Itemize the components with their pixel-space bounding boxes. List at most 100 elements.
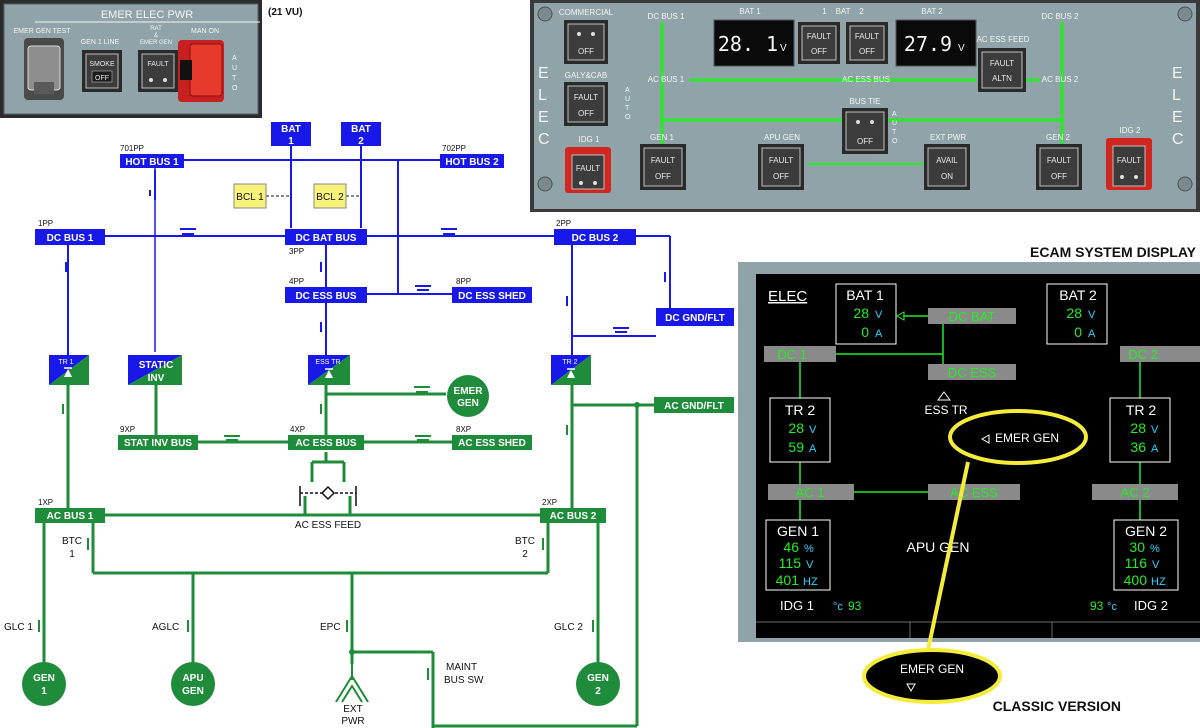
gen2-circle [576,662,620,706]
gen1-fault: FAULT [651,156,675,165]
bcl2-text: BCL 2 [316,192,344,203]
gen2-off: OFF [1051,172,1067,181]
code-1pp: 1PP [38,219,53,228]
bat1-volt-unit: V [780,43,787,54]
ecam-gen2-v: V [1152,559,1160,571]
ac-bus2-bar [540,508,606,523]
static-inv-text-a: STATIC [139,360,174,371]
apu-gen-text-b: GEN [182,686,204,697]
tr2-box [551,355,591,385]
callout-text: EMER GEN [900,662,964,676]
dc-gnd-flt-bar [656,308,734,326]
maint-bus-sw-text-a: MAINT [446,662,477,673]
apu-gen-circle [171,662,215,706]
dc-ess-shed-bar [452,287,532,303]
hot-bus2-text: HOT BUS 2 [445,157,499,168]
hot-bus1-bar [120,154,184,168]
bat2-button[interactable]: FAULT OFF [846,22,888,64]
galy-auto-t: T [625,105,630,112]
apu-gen-off: OFF [773,172,789,181]
bus-tie-auto-o: O [892,138,898,145]
ecam-gen2-hz: HZ [1151,576,1166,588]
off-legend: OFF [95,75,109,82]
panel-dc-bus2: DC BUS 2 [1042,12,1079,21]
ecam-bat1-v: V [875,309,883,321]
ecam-ac-ess-bar [928,484,1020,500]
commercial-button[interactable]: OFF [564,20,608,64]
glc1-text: GLC 1 [4,622,33,633]
ac-ess-feed-button[interactable]: FAULT ALTN [978,48,1026,92]
ac-ess-shed-bar [452,435,532,450]
gen1-button[interactable]: FAULT OFF [640,144,686,190]
bcl2-box [313,183,347,209]
ecam-tr-left-amp: 59 [788,439,804,455]
classic-version-label: CLASSIC VERSION [993,698,1121,714]
ecam-tr-right-volt: 28 [1130,420,1146,436]
bat1-fault: FAULT [807,32,831,41]
ecam-gen2-label: GEN 2 [1125,523,1167,539]
panel-ext-pwr-label: EXT PWR [930,133,967,142]
galy-cab-label: GALY&CAB [565,71,608,80]
apu-gen-button[interactable]: FAULT OFF [758,144,804,190]
galy-cab-button[interactable]: FAULT OFF [564,82,608,126]
bus-tie-auto-t: T [892,129,897,136]
ac-ess-bus-text: AC ESS BUS [295,438,356,449]
elec-left-l: L [538,87,547,104]
bus-tie-button[interactable]: OFF [842,108,888,154]
ecam-tr-right-v: V [1151,424,1159,436]
ac-ess-feed-fault: FAULT [990,59,1014,68]
emer-gen-test-button[interactable] [24,38,64,100]
gen2-button[interactable]: FAULT OFF [1036,144,1082,190]
bat1-off: OFF [811,47,827,56]
ext-pwr-button[interactable]: AVAIL ON [924,144,970,190]
dc-ess-bus-text: DC ESS BUS [295,291,356,302]
code-701pp: 701PP [120,144,144,153]
bat1-volt-value: 28. 1 [718,32,778,56]
emer-auto-o: O [232,85,238,92]
galy-auto-u: U [625,96,630,103]
ecam-idg1-degc: °c [833,601,843,613]
idg1-guard-button[interactable]: FAULT [565,147,611,193]
ecam-ac2-bar [1092,484,1178,500]
ecam-bat1-amp: 0 [861,324,869,340]
emer-gen-highlight [948,409,1088,465]
ac-gnd-flt-bar [654,397,734,413]
ecam-gen1-volt: 115 [779,555,802,571]
rat-label: RAT [150,26,162,32]
elec-right-e: E [1172,65,1183,82]
code-3pp: 3PP [289,247,304,256]
idg1-fault: FAULT [576,164,600,173]
commercial-label: COMMERCIAL [559,8,614,17]
code-4pp: 4PP [289,277,304,286]
dc-bus1-text: DC BUS 1 [47,233,94,244]
panel-ac-bus2: AC BUS 2 [1042,75,1079,84]
idg2-guard-button[interactable]: FAULT [1106,138,1152,190]
apu-gen-text-a: APU [182,673,203,684]
ecam-gen2-load: 30 [1129,539,1145,555]
ext-pwr-avail: AVAIL [936,156,958,165]
man-on-guard-button[interactable] [178,40,224,102]
ecam-page-title: ELEC [768,288,807,305]
bat1-button[interactable]: FAULT OFF [798,22,840,64]
rat-emer-gen-indicator: FAULT [138,50,178,92]
ecam-ac-ess-text: AC ESS [950,485,998,500]
emer-auto-a: A [232,55,237,62]
panel-gen1-label: GEN 1 [650,133,675,142]
elec-left-e2: E [538,109,549,126]
gen1-line-button[interactable]: SMOKE OFF [82,50,122,92]
ecam-bat2-label: BAT 2 [1059,287,1097,303]
ecam-heading: ECAM SYSTEM DISPLAY [1030,244,1197,260]
bus-tie-label: BUS TIE [850,97,881,106]
ecam-dc1-bar [764,346,836,362]
bat1-voltmeter: 28. 1 V [713,19,795,67]
code-2xp: 2XP [542,498,557,507]
ecam-dc-ess-text: DC ESS [948,365,997,380]
dc-ess-shed-text: DC ESS SHED [458,291,526,302]
static-inv-text-b: INV [148,373,165,384]
elec-left-c: C [538,131,550,148]
panel-apu-gen-label: APU GEN [764,133,800,142]
maint-bus-sw-text-b: BUS SW [444,675,484,686]
btc1-text-a: BTC [62,536,82,547]
ecam-tr-left-label: TR 2 [785,402,816,418]
ecam-ac1-bar [768,484,854,500]
